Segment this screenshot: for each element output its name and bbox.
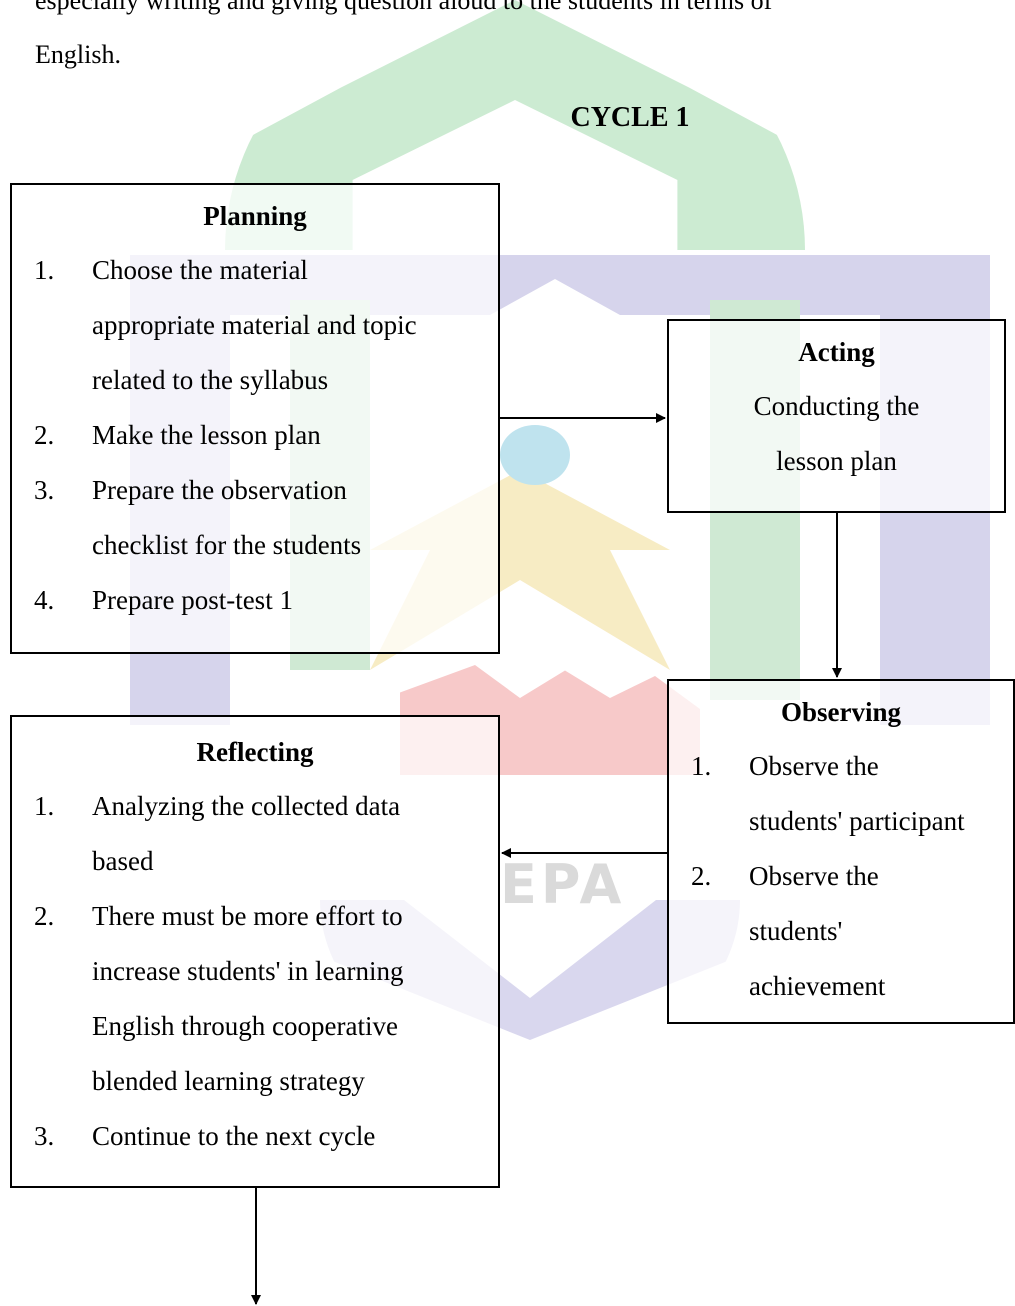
- observing-box: Observing 1. Observe the students' parti…: [667, 679, 1015, 1024]
- observing-title: Observing: [780, 697, 901, 727]
- planning-title: Planning: [203, 201, 307, 231]
- acting-line-1: Conducting the: [753, 391, 920, 421]
- reflecting-title: Reflecting: [196, 737, 314, 767]
- acting-title: Acting: [798, 337, 875, 367]
- reflecting-box: Reflecting 1. Analyzing the collected da…: [10, 715, 500, 1188]
- intro-line-1: especially writing and giving question a…: [35, 0, 773, 15]
- intro-paragraph: especially writing and giving question a…: [0, 0, 1015, 100]
- watermark-text: EPA: [500, 853, 626, 916]
- acting-line-2: lesson plan: [776, 446, 897, 476]
- cycle-title: CYCLE 1: [570, 102, 690, 133]
- acting-box: Acting Conducting the lesson plan: [667, 319, 1006, 513]
- intro-line-2: English.: [35, 40, 121, 69]
- planning-box: Planning 1. Choose the material appropri…: [10, 183, 500, 654]
- watermark-globe: [500, 425, 570, 485]
